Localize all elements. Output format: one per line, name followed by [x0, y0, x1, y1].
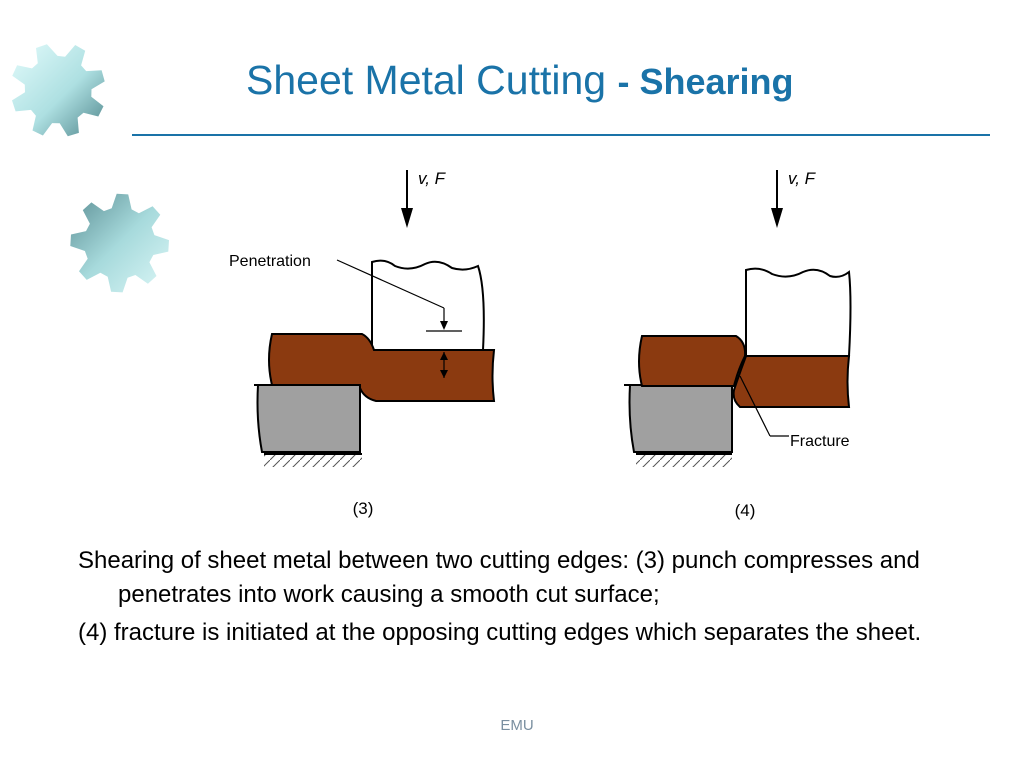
force-label-right: v, F [788, 169, 817, 188]
panel-4: v, F Fracture (4) [624, 169, 852, 520]
punch-3 [371, 259, 485, 351]
title-main: Sheet Metal Cutting [246, 57, 607, 103]
down-arrow-icon [771, 170, 783, 228]
footer-text: EMU [500, 717, 534, 734]
die-left-3 [256, 384, 361, 453]
caption: Shearing of sheet metal between two cutt… [78, 544, 938, 654]
die-left-4 [628, 384, 733, 453]
penetration-label: Penetration [229, 253, 311, 270]
sheet-metal-3 [268, 333, 496, 402]
title-bold: - Shearing [617, 61, 794, 102]
fracture-label: Fracture [790, 433, 850, 450]
sheet-metal-4-right [732, 355, 851, 408]
stage-label-3: (3) [353, 499, 374, 518]
force-label-left: v, F [418, 169, 447, 188]
gears-decoration [12, 44, 169, 293]
title-underline [132, 134, 990, 136]
page-title: Sheet Metal Cutting - Shearing [246, 57, 794, 103]
gear-icon [70, 193, 169, 293]
gear-icon [12, 44, 105, 137]
punch-4 [745, 267, 852, 357]
caption-paragraph-2: (4) fracture is initiated at the opposin… [78, 619, 922, 646]
panel-3: v, F Penetration (3) [229, 169, 496, 518]
caption-paragraph-1: Shearing of sheet metal between two cutt… [78, 547, 920, 608]
down-arrow-icon [401, 170, 413, 228]
sheet-metal-4-left [638, 335, 747, 387]
stage-label-4: (4) [735, 501, 756, 520]
